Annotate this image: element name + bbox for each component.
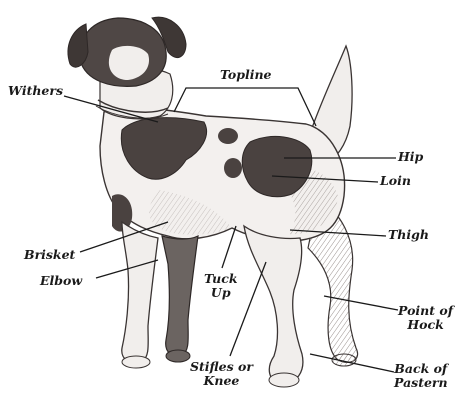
dog-front-leg-right: [162, 236, 198, 356]
label-tuck-up: Tuck Up: [204, 272, 238, 300]
leader-tuck-up: [222, 226, 236, 268]
dog-left-ear: [68, 24, 88, 67]
label-stifles-or-knee: Stifles or Knee: [190, 360, 253, 388]
dog-front-leg-left: [122, 222, 158, 363]
label-topline: Topline: [220, 68, 271, 82]
label-hip: Hip: [398, 150, 423, 164]
label-withers: Withers: [8, 84, 63, 98]
label-back-of-pastern: Back of Pastern: [394, 362, 448, 390]
label-elbow: Elbow: [40, 274, 82, 288]
label-point-of-hock: Point of Hock: [398, 304, 453, 332]
label-thigh: Thigh: [388, 228, 429, 242]
label-brisket: Brisket: [24, 248, 75, 262]
label-loin: Loin: [380, 174, 411, 188]
